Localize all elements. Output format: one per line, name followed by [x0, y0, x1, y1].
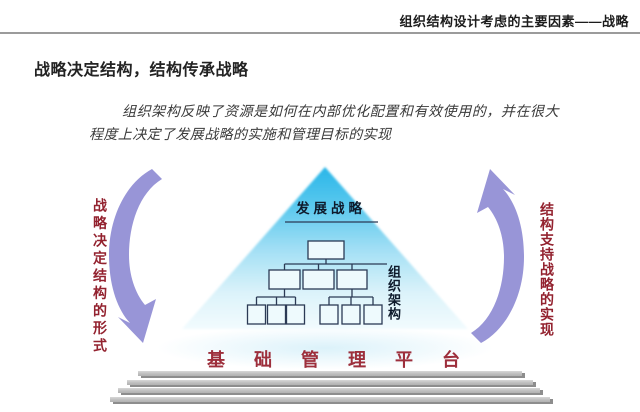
pyramid-diagram	[182, 167, 468, 329]
org-chart-box	[246, 304, 267, 325]
org-chart-box	[266, 304, 287, 325]
org-chart-box	[319, 304, 339, 325]
left-arrow-label: 战略决定结构的形式	[91, 198, 107, 356]
pyramid-base-glow	[155, 326, 495, 370]
page-title: 战略决定结构，结构传承战略	[34, 62, 249, 79]
pyramid-base-label: 基础管理平台	[207, 350, 489, 371]
org-chart-box	[268, 269, 301, 290]
right-curved-arrow-up-icon	[471, 169, 524, 343]
right-arrow-label: 结构支持战略的实现	[538, 202, 554, 337]
org-chart-box	[302, 269, 335, 290]
org-chart-box	[363, 304, 383, 325]
platform-bar	[138, 371, 522, 376]
org-chart-label: 组织架构	[385, 265, 400, 321]
org-chart-box	[307, 240, 345, 260]
org-chart-box	[336, 269, 368, 290]
org-chart-connectors	[255, 259, 387, 305]
platform-bar	[118, 388, 540, 393]
org-chart	[246, 240, 387, 325]
header-title: 组织结构设计考虑的主要因素——战略	[399, 14, 629, 29]
pyramid-apex-label: 发展战略	[296, 201, 366, 217]
org-chart-box	[341, 304, 361, 325]
left-curved-arrow-down-icon	[109, 169, 162, 343]
org-chart-box	[285, 304, 306, 325]
platform-bar	[127, 380, 533, 385]
header-rule	[0, 32, 640, 34]
platform-bar	[110, 397, 550, 402]
body-paragraph: 组织架构反映了资源是如何在内部优化配置和有效使用的，并在很大程度上决定了发展战略…	[89, 104, 559, 143]
